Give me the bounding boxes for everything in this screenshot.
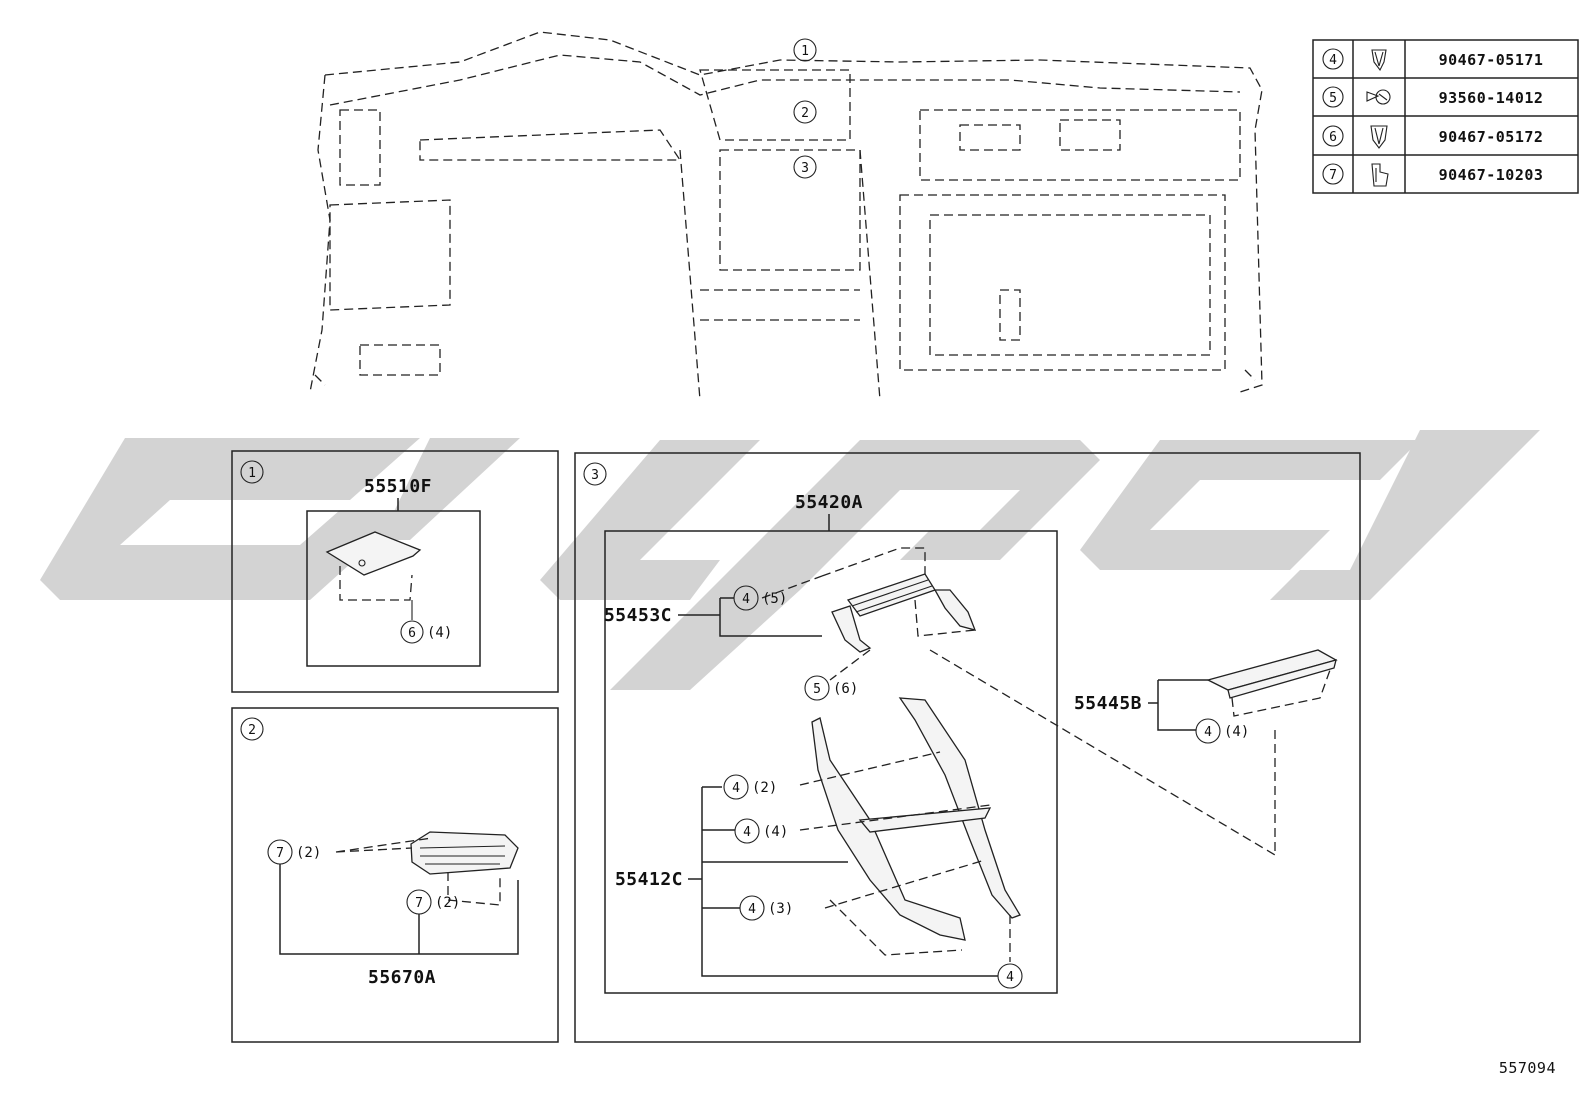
- svg-text:7: 7: [415, 896, 423, 911]
- svg-text:4: 4: [742, 592, 750, 607]
- diagram-code: 557094: [1499, 1059, 1556, 1077]
- fastener-row-6: 6 90467-05172: [1322, 125, 1544, 149]
- svg-text:7: 7: [276, 846, 284, 861]
- svg-text:4: 4: [1329, 53, 1337, 68]
- svg-text:90467-05172: 90467-05172: [1439, 128, 1544, 146]
- panel-3-fastener-4: 4: [997, 963, 1023, 989]
- svg-text:4: 4: [748, 902, 756, 917]
- fastener-row-4: 4 90467-05171: [1322, 48, 1544, 72]
- watermark-logo: [40, 430, 1540, 690]
- panel-3-fastener-4-4b: 4 (4): [1195, 718, 1249, 744]
- panel-3-fastener-4-5: 4 (5): [733, 585, 787, 611]
- svg-text:3: 3: [801, 161, 809, 176]
- part-number-55445B: 55445B: [1074, 693, 1142, 714]
- part-number-55420A: 55420A: [795, 492, 863, 513]
- fastener-row-5: 5 93560-14012: [1322, 86, 1544, 108]
- svg-text:90467-10203: 90467-10203: [1439, 166, 1544, 184]
- svg-text:4: 4: [743, 825, 751, 840]
- svg-text:6: 6: [408, 626, 416, 641]
- part-number-55670A: 55670A: [368, 967, 436, 988]
- svg-text:4: 4: [1006, 970, 1014, 985]
- clip-icon: [1371, 49, 1387, 72]
- dashboard-overview-drawing: 1 2 3: [309, 31, 1263, 401]
- panel-3-fastener-5-6: 5 (6): [804, 675, 858, 701]
- fastener-table: 4 90467-05171 5 93560-14012 6 90467-0517…: [1312, 39, 1579, 194]
- svg-text:(2): (2): [752, 780, 777, 796]
- svg-text:(5): (5): [762, 591, 787, 607]
- svg-text:3: 3: [591, 468, 599, 483]
- detail-panel-1: 1 55510F 6 (4): [231, 450, 559, 693]
- panel-3-fastener-4-3: 4 (3): [739, 895, 793, 921]
- svg-text:(4): (4): [763, 824, 788, 840]
- overview-callout-1: 1: [793, 38, 817, 62]
- clip-icon: [1371, 163, 1389, 187]
- svg-text:2: 2: [248, 723, 256, 738]
- part-number-55510F: 55510F: [364, 476, 432, 497]
- svg-text:4: 4: [1204, 725, 1212, 740]
- svg-text:7: 7: [1329, 168, 1337, 183]
- screw-icon: [1366, 89, 1391, 105]
- svg-text:(3): (3): [768, 901, 793, 917]
- svg-text:6: 6: [1329, 130, 1337, 145]
- panel-3-fastener-4-2: 4 (2): [723, 774, 777, 800]
- overview-callout-3: 3: [793, 155, 817, 179]
- part-55412C-shape: [811, 717, 966, 941]
- svg-text:90467-05171: 90467-05171: [1439, 51, 1544, 69]
- svg-text:93560-14012: 93560-14012: [1439, 89, 1544, 107]
- detail-panel-3: 3 55420A 55453C 4 (5) 5 (6) 55412C: [574, 452, 1361, 1043]
- svg-text:(4): (4): [427, 625, 452, 641]
- panel-3-fastener-4-4: 4 (4): [734, 818, 788, 844]
- svg-text:(4): (4): [1224, 724, 1249, 740]
- part-number-55453C: 55453C: [604, 605, 672, 626]
- panel-3-ref: 3: [583, 462, 607, 486]
- svg-text:2: 2: [801, 106, 809, 121]
- panel-2-ref: 2: [240, 717, 264, 741]
- part-55510F-shape: [325, 531, 422, 576]
- panel-1-ref: 1: [240, 460, 264, 484]
- overview-callout-2: 2: [793, 100, 817, 124]
- svg-text:(2): (2): [435, 895, 460, 911]
- fastener-row-7: 7 90467-10203: [1322, 163, 1544, 187]
- part-number-55412C: 55412C: [615, 869, 683, 890]
- panel-2-fastener-7a: 7 (2): [267, 839, 321, 865]
- svg-text:1: 1: [801, 44, 809, 59]
- svg-text:4: 4: [732, 781, 740, 796]
- svg-text:(6): (6): [833, 681, 858, 697]
- svg-text:1: 1: [248, 466, 256, 481]
- detail-panel-2: 2 7 (2) 7 (2) 55670A: [231, 707, 559, 1043]
- svg-text:5: 5: [1329, 91, 1337, 106]
- panel-2-fastener-7b: 7 (2): [406, 889, 460, 915]
- svg-text:(2): (2): [296, 845, 321, 861]
- panel-1-fastener-6: 6 (4): [400, 620, 452, 644]
- svg-text:5: 5: [813, 682, 821, 697]
- clip-icon: [1370, 125, 1388, 149]
